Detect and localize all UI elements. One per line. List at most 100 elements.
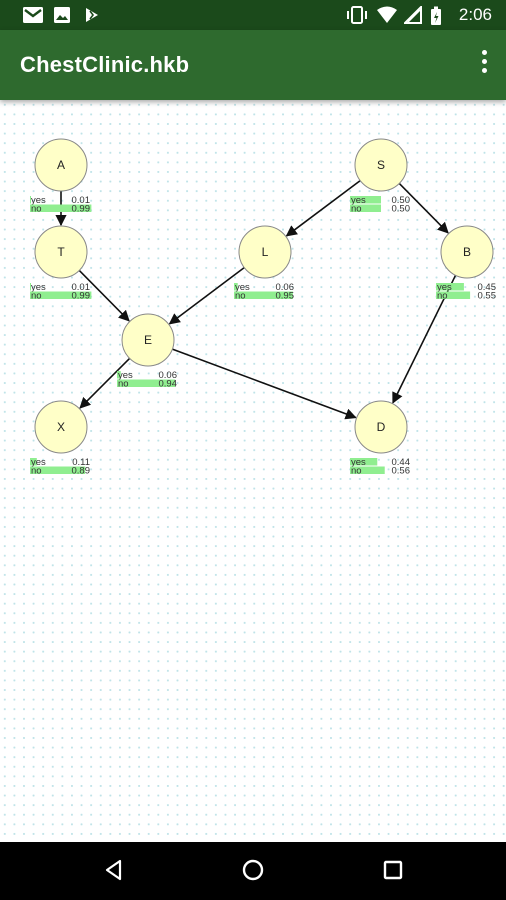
- node-circle[interactable]: [440, 225, 494, 279]
- belief-bar: [436, 291, 471, 299]
- node-circle[interactable]: [354, 138, 408, 192]
- status-bar: 2:06: [0, 0, 506, 30]
- state-name: yes: [351, 195, 366, 206]
- state-name: yes: [31, 195, 46, 206]
- state-probability: 0.06: [276, 282, 295, 293]
- wifi-icon: [377, 6, 397, 23]
- state-probability: 0.01: [72, 195, 91, 206]
- node-circle[interactable]: [34, 225, 88, 279]
- belief-row-yes: yes 0.45: [436, 282, 496, 293]
- node-label: S: [377, 158, 385, 172]
- state-name: no: [235, 291, 246, 302]
- belief-bar: [436, 283, 464, 291]
- belief-row-no: no 0.94: [117, 379, 177, 390]
- edge-T-E: [78, 269, 130, 322]
- state-probability: 0.06: [159, 370, 178, 381]
- state-name: yes: [31, 457, 46, 468]
- node-label: D: [377, 420, 386, 434]
- belief-bar: [234, 283, 238, 291]
- state-probability: 0.99: [72, 204, 91, 215]
- belief-row-yes: yes 0.50: [350, 195, 410, 206]
- edge-L-E: [168, 266, 245, 325]
- app-bar: ChestClinic.hkb: [0, 30, 506, 100]
- belief-bar: [234, 291, 293, 299]
- belief-row-no: no 0.99: [30, 204, 92, 215]
- state-probability: 0.89: [72, 466, 91, 477]
- node-label: X: [57, 420, 65, 434]
- state-name: yes: [31, 282, 46, 293]
- node-circle[interactable]: [34, 138, 88, 192]
- vibrate-icon: [347, 6, 367, 24]
- belief-row-no: no 0.56: [350, 466, 410, 477]
- state-name: yes: [118, 370, 133, 381]
- belief-bar: [30, 466, 86, 474]
- state-name: yes: [351, 457, 366, 468]
- home-icon[interactable]: [239, 856, 267, 884]
- belief-bar: [350, 204, 381, 212]
- state-probability: 0.99: [72, 291, 91, 302]
- state-name: no: [118, 379, 129, 390]
- gmail-icon: [23, 7, 43, 23]
- belief-row-yes: yes 0.01: [30, 195, 90, 206]
- state-name: no: [351, 204, 362, 215]
- belief-row-yes: yes 0.01: [30, 282, 90, 293]
- recents-icon[interactable]: [379, 856, 407, 884]
- node-label: T: [57, 245, 65, 259]
- more-vert-icon[interactable]: [476, 50, 492, 80]
- belief-row-yes: yes 0.06: [117, 370, 177, 381]
- edge-S-L: [285, 179, 361, 237]
- belief-row-yes: yes 0.11: [30, 457, 90, 468]
- node-circle[interactable]: [34, 400, 88, 454]
- navigation-bar: [0, 842, 506, 900]
- node-label: B: [463, 245, 471, 259]
- belief-bar: [30, 458, 37, 466]
- node-circle[interactable]: [238, 225, 292, 279]
- state-name: yes: [437, 282, 452, 293]
- state-name: no: [351, 466, 362, 477]
- belief-bar: [350, 466, 385, 474]
- node-circle[interactable]: [121, 313, 175, 367]
- state-name: no: [31, 466, 42, 477]
- belief-bar: [117, 371, 121, 379]
- battery-icon: [431, 6, 441, 25]
- state-probability: 0.45: [478, 282, 497, 293]
- belief-row-no: no 0.50: [350, 204, 410, 215]
- state-name: no: [437, 291, 448, 302]
- edge-S-B: [398, 182, 449, 234]
- belief-bar: [350, 458, 378, 466]
- state-probability: 0.50: [392, 204, 411, 215]
- state-probability: 0.01: [72, 282, 91, 293]
- edge-E-D: [172, 348, 357, 420]
- state-probability: 0.95: [276, 291, 295, 302]
- node-label: E: [144, 333, 152, 347]
- belief-bar: [117, 379, 176, 387]
- state-probability: 0.50: [392, 195, 411, 206]
- belief-row-no: no 0.89: [30, 466, 90, 477]
- state-probability: 0.56: [392, 466, 411, 477]
- state-probability: 0.94: [159, 379, 178, 390]
- flash-icon: [86, 8, 98, 22]
- back-icon[interactable]: [100, 856, 128, 884]
- node-circle[interactable]: [354, 400, 408, 454]
- state-probability: 0.11: [72, 457, 90, 468]
- state-name: no: [31, 204, 42, 215]
- image-icon: [54, 7, 70, 23]
- belief-bar: [30, 283, 31, 291]
- belief-bar: [350, 196, 381, 204]
- edge-E-X: [79, 357, 131, 409]
